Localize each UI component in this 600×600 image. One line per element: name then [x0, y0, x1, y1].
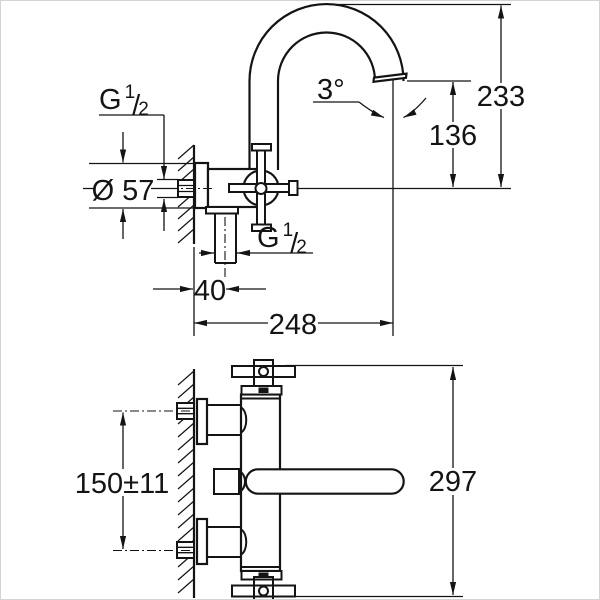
spout-aerator-face — [372, 72, 408, 84]
dim-projection: 248 — [194, 309, 393, 341]
upper-union-tail — [240, 406, 248, 434]
outlet-height-label: 136 — [429, 120, 477, 152]
spout-stadium — [244, 468, 405, 495]
cross-handle-bottom — [231, 570, 296, 599]
upper-escutcheon — [195, 397, 209, 446]
dim-outlet-height: 136 — [407, 80, 477, 187]
handle-index-mark — [258, 387, 269, 393]
handle-index-mark — [258, 572, 269, 578]
handle-screw — [258, 366, 269, 377]
center-distance-label: 150±11 — [75, 468, 169, 500]
lower-escutcheon — [195, 517, 209, 566]
dim-center-distance: 150±11 — [75, 412, 169, 549]
lower-union — [113, 517, 241, 566]
dim-overall-length: 297 — [286, 364, 477, 598]
projection-label: 248 — [269, 309, 317, 341]
body-cap-seams — [241, 397, 280, 568]
plan-view: 150±11 297 — [75, 359, 477, 599]
dim-flange-diameter: Ø 57 — [89, 132, 195, 239]
cross-handle-side — [228, 143, 299, 232]
flange-diameter-label: Ø 57 — [92, 175, 155, 207]
lower-union-tail — [240, 528, 248, 556]
handle-screw — [258, 585, 269, 597]
dim-shower-offset: 40 — [153, 247, 266, 336]
shower-outlet — [205, 206, 239, 297]
spout-plan — [213, 468, 405, 495]
escutcheon-flange — [193, 161, 210, 210]
handle-arm-bottom-cap — [251, 223, 272, 232]
handle-hub — [253, 576, 274, 599]
spout-angle-label: 3° — [317, 74, 345, 106]
cross-handle-top — [231, 359, 296, 396]
total-height-label: 233 — [477, 81, 525, 113]
dim-total-height: 233 — [329, 3, 525, 187]
shower-offset-label: 40 — [194, 275, 226, 307]
overall-length-label: 297 — [429, 466, 477, 498]
spout — [248, 2, 408, 170]
spout-union — [213, 468, 240, 495]
upper-union — [113, 397, 241, 446]
hex-facet-lines — [178, 184, 194, 193]
handle-arm-top-cap — [251, 143, 272, 152]
handle-arm-end-cap — [288, 180, 299, 196]
handle-stem-circle — [254, 182, 268, 195]
dim-spout-angle: 3° — [313, 74, 427, 119]
